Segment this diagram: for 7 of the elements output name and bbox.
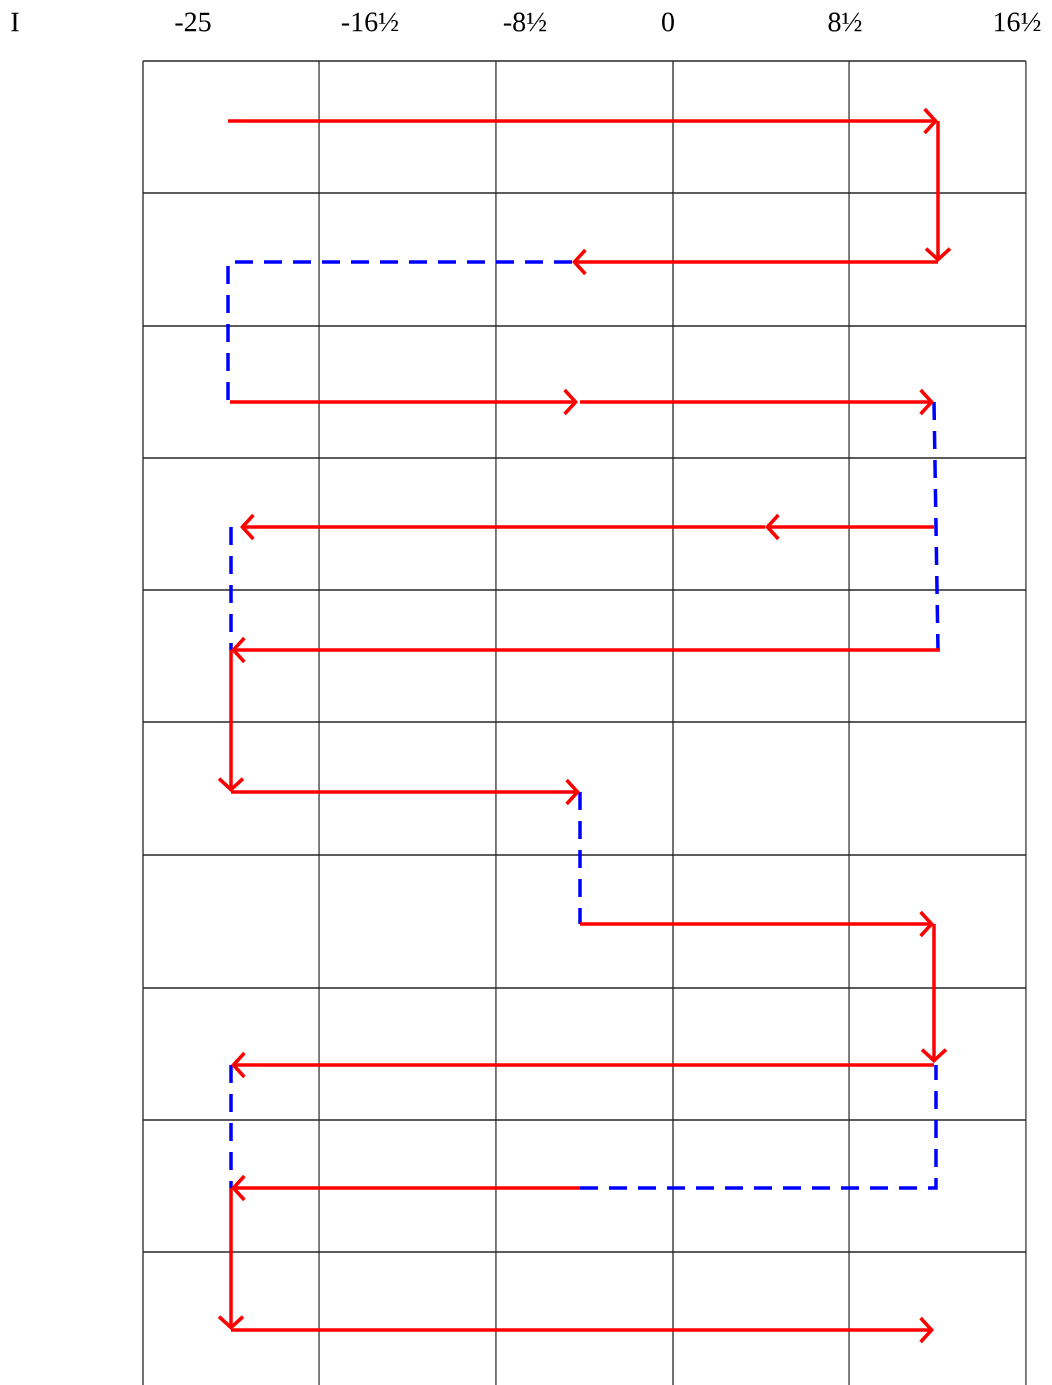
scale-label: -25 [175, 12, 211, 32]
heading: I [11, 12, 19, 32]
scale-label: 0 [662, 12, 674, 32]
scale-label: 8½ [828, 12, 862, 32]
scale-label: -8½ [503, 12, 547, 32]
scale-label: -16½ [341, 12, 399, 32]
scale-label: 16½ [994, 12, 1041, 32]
